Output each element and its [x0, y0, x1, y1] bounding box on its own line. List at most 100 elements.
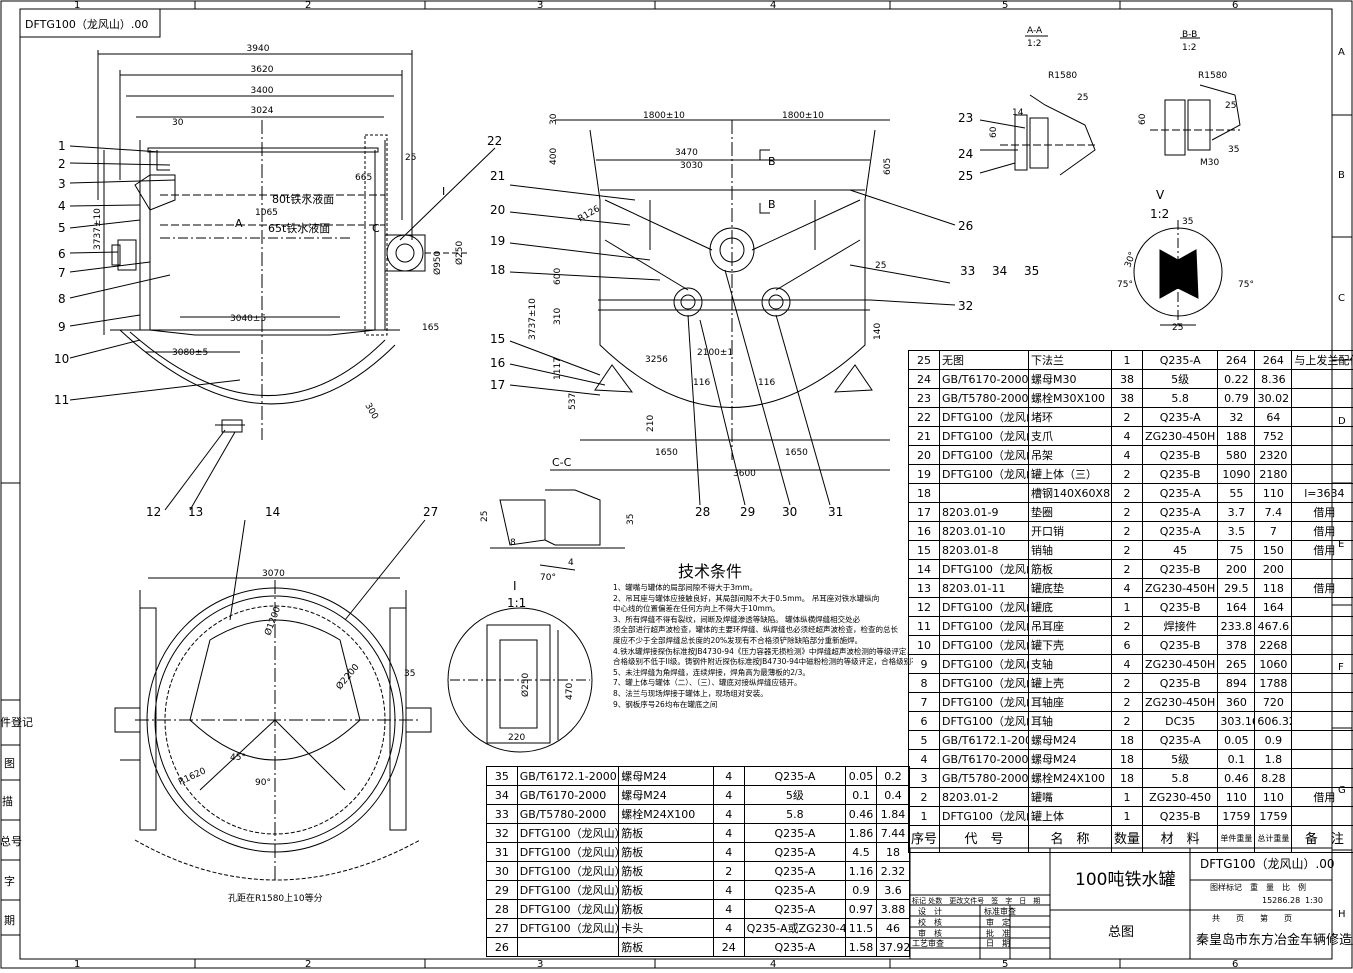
- bom-cell: [1292, 389, 1353, 408]
- bom-cell: Q235-A: [1143, 731, 1218, 750]
- balloon-5: 5: [58, 221, 66, 235]
- bom-cell: 3.7: [1218, 503, 1255, 522]
- cc-8: 8: [510, 538, 516, 548]
- bom-cell: 467.6: [1255, 617, 1292, 636]
- title-block-sheet: 共 页 第 页: [1212, 913, 1292, 923]
- bom-cell: 6: [1112, 636, 1143, 655]
- bom-header-cell: 代 号: [940, 826, 1029, 853]
- dim-d2200: Ø2200: [334, 662, 362, 692]
- balloon-15: 15: [490, 332, 505, 346]
- bom-cell: 4.5: [846, 843, 877, 862]
- cc-35: 35: [626, 514, 636, 525]
- row-label-b: B: [1338, 170, 1345, 181]
- balloon-30: 30: [782, 505, 797, 519]
- bom-cell: 筋板: [619, 824, 714, 843]
- bom-cell: 26: [487, 938, 518, 957]
- bb-m30: M30: [1200, 158, 1219, 168]
- bom-cell: 5.8: [1143, 389, 1218, 408]
- bom-cell: 14: [909, 560, 940, 579]
- col-label-1-top: 1: [74, 0, 80, 11]
- bom-cell: 27: [487, 919, 518, 938]
- bom-cell: 18: [876, 843, 909, 862]
- bom-cell: 筋板: [619, 881, 714, 900]
- dim-3600: 3600: [733, 469, 756, 479]
- col-label-5-bottom: 5: [1002, 959, 1008, 969]
- dim-25-b: 25: [875, 261, 886, 271]
- bom-cell: 8203.01-8: [940, 541, 1029, 560]
- bom-cell: 吊耳座: [1029, 617, 1112, 636]
- bom-header-row: 序号代 号名 称数量材 料单件重量总计重量备 注: [909, 826, 1353, 853]
- balloon-26: 26: [958, 219, 973, 233]
- left-strip-4: 字: [4, 874, 15, 888]
- bom-row: 5GB/T6172.1-2000螺母M2418Q235-A0.050.9: [909, 731, 1353, 750]
- bom-cell: 1.16: [846, 862, 877, 881]
- balloon-17: 17: [490, 378, 505, 392]
- bom-cell: 2: [1112, 465, 1143, 484]
- bom-header-cell: 数量: [1112, 826, 1143, 853]
- bom-cell: 耳轴: [1029, 712, 1112, 731]
- bom-cell: 164: [1255, 598, 1292, 617]
- level-80t-label: 80t铁水液面: [272, 192, 334, 206]
- angle-45: 45°: [230, 753, 246, 763]
- bom-cell: GB/T5780-2000: [940, 769, 1029, 788]
- col-label-4-top: 4: [770, 0, 776, 11]
- balloon-32: 32: [958, 299, 973, 313]
- bom-cell: 2268: [1255, 636, 1292, 655]
- dim-3080: 3080±5: [172, 348, 208, 358]
- hole-note: 孔距在R1580上10等分: [228, 892, 323, 904]
- v-75-right: 75°: [1238, 280, 1254, 290]
- dim-d950: Ø950: [432, 250, 443, 275]
- title-block-company: 秦皇岛市东方冶金车辆修造厂: [1196, 932, 1353, 948]
- bom-cell: DFTG100（龙风山）.15: [517, 843, 618, 862]
- bom-cell: 焊接件: [1143, 617, 1218, 636]
- bom-cell: 1.84: [876, 805, 909, 824]
- bom-cell: 4: [1112, 427, 1143, 446]
- left-strip-2: 描: [2, 794, 13, 808]
- mark-b-top: B: [768, 155, 776, 168]
- bom-cell: 118: [1255, 579, 1292, 598]
- bom-cell: 4: [713, 805, 744, 824]
- bom-cell: DFTG100（龙风山）.06: [940, 598, 1029, 617]
- bom-cell: 30: [487, 862, 518, 881]
- bom-cell: 32: [1218, 408, 1255, 427]
- bom-cell: 罐上体: [1029, 807, 1112, 826]
- col-label-2-top: 2: [305, 0, 311, 11]
- bom-cell: 894: [1218, 674, 1255, 693]
- tech-note: 2、吊耳座与罐体应接触良好，其局部间隙不大于0.5mm。 吊耳座对铁水罐纵向: [613, 594, 913, 605]
- dim-3030: 3030: [680, 161, 703, 171]
- col-label-1-bottom: 1: [74, 959, 80, 969]
- balloon-21: 21: [490, 169, 505, 183]
- balloon-1: 1: [58, 139, 66, 153]
- bom-cell: 10: [909, 636, 940, 655]
- dim-30-b: 30: [549, 113, 559, 125]
- bom-cell: 5: [909, 731, 940, 750]
- bom-cell: 11.5: [846, 919, 877, 938]
- dim-3620: 3620: [251, 65, 274, 75]
- bom-cell: [1292, 427, 1353, 446]
- bom-cell: 罐底: [1029, 598, 1112, 617]
- bb-r1580: R1580: [1198, 71, 1227, 81]
- bom-cell: ZG230-450: [1143, 788, 1218, 807]
- bom-cell: 罐底垫: [1029, 579, 1112, 598]
- mark-i: I: [442, 185, 445, 198]
- bom-cell: ZG230-450H: [1143, 427, 1218, 446]
- mark-b-bottom: B: [768, 198, 776, 211]
- bom-cell: 下法兰: [1029, 351, 1112, 370]
- balloon-35: 35: [1024, 264, 1039, 278]
- bom-cell: [1292, 370, 1353, 389]
- dim-1650-left: 1650: [655, 448, 678, 458]
- bom-cell: Q235-A: [744, 938, 845, 957]
- bom-cell: GB/T6170-2000: [940, 750, 1029, 769]
- bom-cell: 20: [909, 446, 940, 465]
- level-65t-label: 65t铁水液面: [268, 221, 330, 235]
- bom-cell: 30.02: [1255, 389, 1292, 408]
- bom-cell: 720: [1255, 693, 1292, 712]
